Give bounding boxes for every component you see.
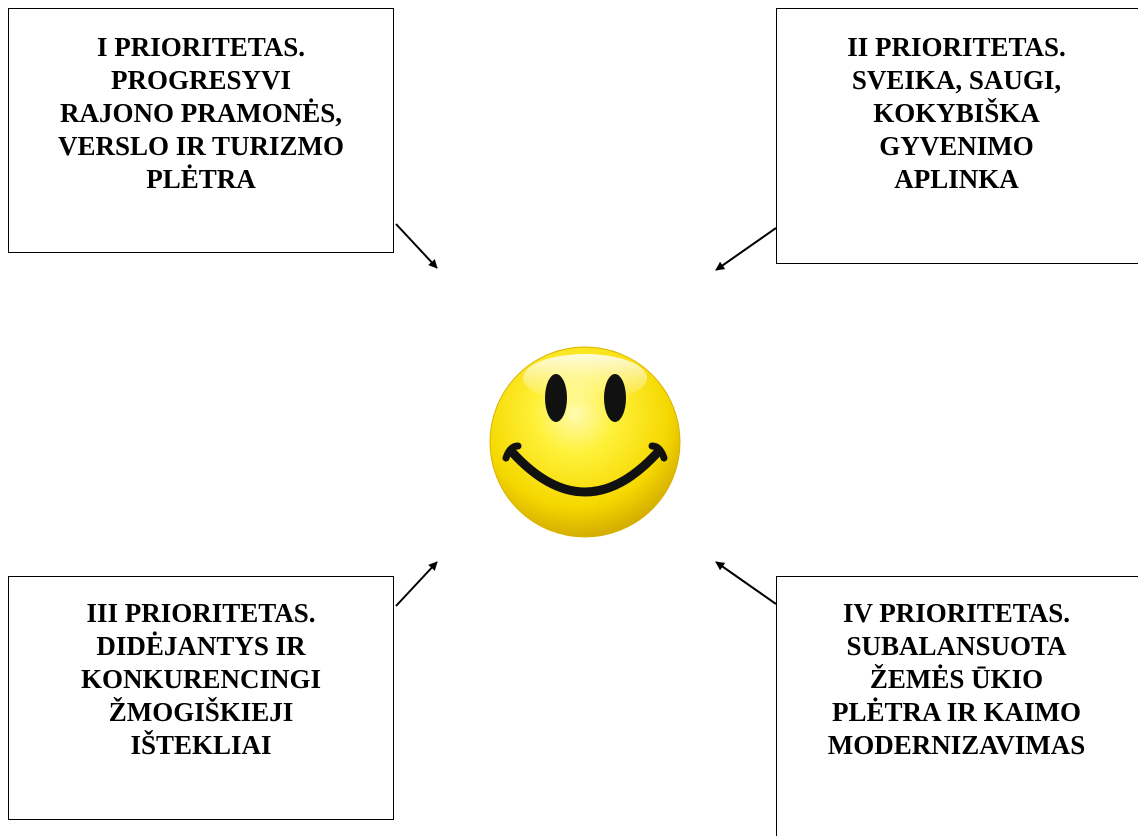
priority-1-line-2: PROGRESYVI [110, 65, 292, 95]
priority-3-line-1: III PRIORITETAS. [86, 598, 316, 628]
priority-4-line-1: IV PRIORITETAS. [842, 598, 1071, 628]
arrow-from-box-1 [395, 223, 438, 269]
priority-1-line-5: PLĖTRA [146, 164, 256, 194]
priority-3-line-3: KONKURENCINGI [80, 664, 322, 694]
smiley-face-icon [489, 346, 681, 538]
priority-4-line-3: ŽEMĖS ŪKIO [869, 664, 1044, 694]
priority-1-line-4: VERSLO IR TURIZMO [57, 131, 345, 161]
arrow-from-box-4 [715, 561, 777, 605]
priority-3-line-4: ŽMOGIŠKIEJI [108, 697, 294, 727]
priority-2-line-4: GYVENIMO [879, 131, 1034, 161]
priority-2-line-2: SVEIKA, SAUGI, [851, 65, 1062, 95]
arrow-from-box-3 [395, 561, 438, 607]
priority-1-line-1: I PRIORITETAS. [96, 32, 306, 62]
priority-4-line-4: PLĖTRA IR KAIMO [831, 697, 1082, 727]
priority-box-1: I PRIORITETAS. PROGRESYVI RAJONO PRAMONĖ… [8, 8, 394, 253]
priority-box-2: II PRIORITETAS. SVEIKA, SAUGI, KOKYBIŠKA… [776, 8, 1138, 264]
priority-3-line-2: DIDĖJANTYS IR [96, 631, 306, 661]
priority-4-line-5: MODERNIZAVIMAS [827, 730, 1086, 760]
arrow-from-box-2 [715, 227, 777, 271]
priority-1-line-3: RAJONO PRAMONĖS, [60, 98, 342, 128]
priority-2-line-3: KOKYBIŠKA [873, 98, 1040, 128]
priority-3-line-5: IŠTEKLIAI [130, 730, 272, 760]
priority-4-line-2: SUBALANSUOTA [846, 631, 1067, 661]
priority-2-line-5: APLINKA [894, 164, 1019, 194]
priority-box-4: IV PRIORITETAS. SUBALANSUOTA ŽEMĖS ŪKIO … [776, 576, 1138, 836]
priority-2-line-1: II PRIORITETAS. [847, 32, 1066, 62]
priority-box-3: III PRIORITETAS. DIDĖJANTYS IR KONKURENC… [8, 576, 394, 820]
